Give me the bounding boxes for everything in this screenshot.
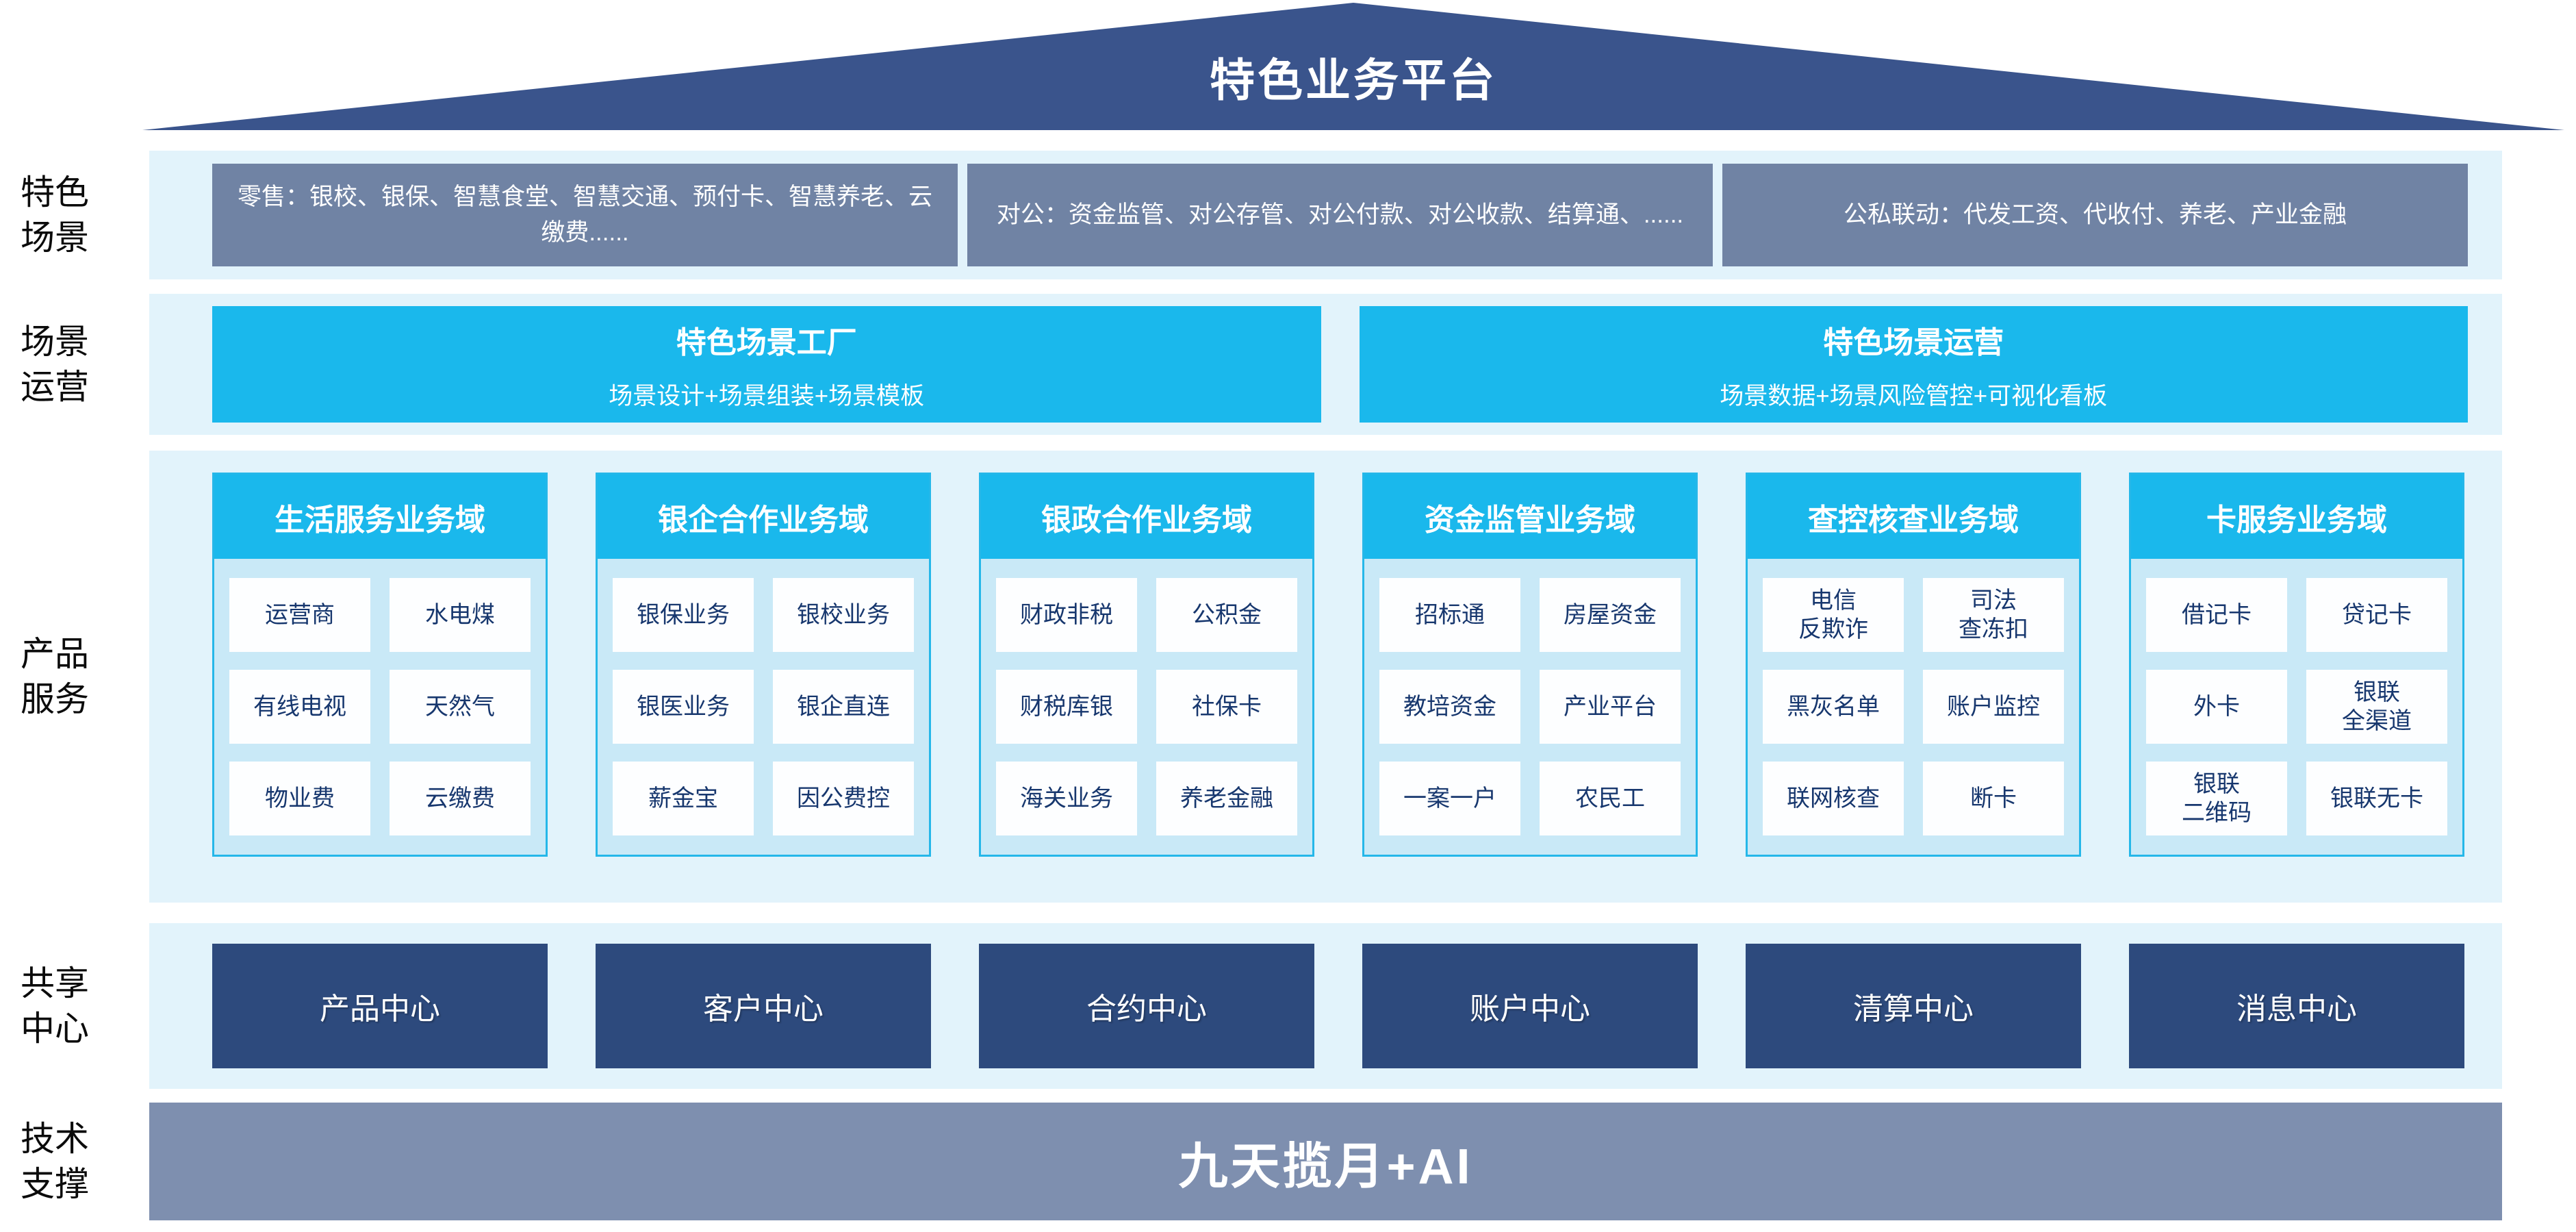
domain-check-verification: 查控核查业务域 电信 反欺诈 司法 查冻扣 黑灰名单 账户监控 联网核查 断卡	[1746, 473, 2081, 857]
domain-item: 招标通	[1379, 578, 1520, 652]
domain-item: 财税库银	[996, 670, 1137, 744]
domain-item: 电信 反欺诈	[1763, 578, 1904, 652]
domain-item: 水电煤	[390, 578, 531, 652]
domain-body: 招标通 房屋资金 教培资金 产业平台 一案一户 农民工	[1364, 559, 1696, 855]
center-box-contract: 合约中心	[979, 944, 1314, 1068]
layer-label-operations: 场景 运营	[21, 323, 89, 406]
scene-factory-box: 特色场景工厂 场景设计+场景组装+场景模板	[212, 306, 1321, 423]
domain-item: 司法 查冻扣	[1923, 578, 2064, 652]
domain-header: 银政合作业务域	[981, 475, 1312, 559]
domain-item: 社保卡	[1156, 670, 1297, 744]
center-box-message: 消息中心	[2129, 944, 2464, 1068]
domain-item: 银联 全渠道	[2306, 670, 2447, 744]
domain-bank-enterprise: 银企合作业务域 银保业务 银校业务 银医业务 银企直连 薪金宝 因公费控	[596, 473, 931, 857]
domain-item: 运营商	[229, 578, 370, 652]
domain-item: 有线电视	[229, 670, 370, 744]
domain-item: 房屋资金	[1540, 578, 1681, 652]
layer-label-products: 产品 服务	[21, 635, 89, 718]
domain-header: 查控核查业务域	[1748, 475, 2079, 559]
scene-factory-title: 特色场景工厂	[676, 325, 857, 360]
domain-item: 银联 二维码	[2146, 762, 2287, 835]
domain-item: 账户监控	[1923, 670, 2064, 744]
domain-item: 银校业务	[773, 578, 914, 652]
domain-item: 养老金融	[1156, 762, 1297, 835]
domain-item: 公积金	[1156, 578, 1297, 652]
products-band: 生活服务业务域 运营商 水电煤 有线电视 天然气 物业费 云缴费 银企合作业务域…	[149, 451, 2502, 903]
scene-box-corporate: 对公：资金监管、对公存管、对公付款、对公收款、结算通、......	[967, 164, 1713, 266]
scene-operation-subtitle: 场景数据+场景风险管控+可视化看板	[1720, 382, 2108, 410]
domain-item: 农民工	[1540, 762, 1681, 835]
domain-item: 借记卡	[2146, 578, 2287, 652]
domain-body: 财政非税 公积金 财税库银 社保卡 海关业务 养老金融	[981, 559, 1312, 855]
center-box-account: 账户中心	[1362, 944, 1698, 1068]
domain-item: 贷记卡	[2306, 578, 2447, 652]
domain-body: 银保业务 银校业务 银医业务 银企直连 薪金宝 因公费控	[598, 559, 929, 855]
domain-body: 运营商 水电煤 有线电视 天然气 物业费 云缴费	[214, 559, 546, 855]
page-title: 特色业务平台	[1210, 55, 1497, 105]
domain-header: 卡服务业务域	[2131, 475, 2462, 559]
domain-item: 黑灰名单	[1763, 670, 1904, 744]
domain-header: 生活服务业务域	[214, 475, 546, 559]
domain-bank-government: 银政合作业务域 财政非税 公积金 财税库银 社保卡 海关业务 养老金融	[979, 473, 1314, 857]
domain-item: 海关业务	[996, 762, 1137, 835]
domain-item: 一案一户	[1379, 762, 1520, 835]
domain-header: 资金监管业务域	[1364, 475, 1696, 559]
scene-box-retail: 零售：银校、银保、智慧食堂、智慧交通、预付卡、智慧养老、云缴费......	[212, 164, 958, 266]
domain-item: 银医业务	[613, 670, 754, 744]
layer-label-scenes: 特色 场景	[21, 173, 89, 257]
domain-item: 薪金宝	[613, 762, 754, 835]
domain-item: 断卡	[1923, 762, 2064, 835]
domain-item: 联网核查	[1763, 762, 1904, 835]
domain-item: 外卡	[2146, 670, 2287, 744]
domain-item: 产业平台	[1540, 670, 1681, 744]
center-box-product: 产品中心	[212, 944, 548, 1068]
center-box-clearing: 清算中心	[1746, 944, 2081, 1068]
domain-item: 银保业务	[613, 578, 754, 652]
domain-life-services: 生活服务业务域 运营商 水电煤 有线电视 天然气 物业费 云缴费	[212, 473, 548, 857]
domain-item: 物业费	[229, 762, 370, 835]
domain-item: 银联无卡	[2306, 762, 2447, 835]
domain-body: 借记卡 贷记卡 外卡 银联 全渠道 银联 二维码 银联无卡	[2131, 559, 2462, 855]
center-box-customer: 客户中心	[596, 944, 931, 1068]
tech-support-bar: 九天揽月+AI	[149, 1103, 2502, 1220]
domain-item: 天然气	[390, 670, 531, 744]
scene-box-public-private: 公私联动：代发工资、代收付、养老、产业金融	[1722, 164, 2468, 266]
layer-label-centers: 共享 中心	[21, 964, 89, 1048]
domain-item: 因公费控	[773, 762, 914, 835]
roof-banner: 特色业务平台	[142, 3, 2564, 130]
scene-operation-title: 特色场景运营	[1823, 325, 2004, 360]
domain-header: 银企合作业务域	[598, 475, 929, 559]
domain-item: 财政非税	[996, 578, 1137, 652]
domain-card-services: 卡服务业务域 借记卡 贷记卡 外卡 银联 全渠道 银联 二维码 银联无卡	[2129, 473, 2464, 857]
scene-operation-box: 特色场景运营 场景数据+场景风险管控+可视化看板	[1359, 306, 2468, 423]
domain-item: 教培资金	[1379, 670, 1520, 744]
domain-fund-supervision: 资金监管业务域 招标通 房屋资金 教培资金 产业平台 一案一户 农民工	[1362, 473, 1698, 857]
domain-item: 银企直连	[773, 670, 914, 744]
domain-item: 云缴费	[390, 762, 531, 835]
operations-band: 特色场景工厂 场景设计+场景组装+场景模板 特色场景运营 场景数据+场景风险管控…	[149, 294, 2502, 435]
layer-label-tech: 技术 支撑	[21, 1120, 89, 1203]
centers-band: 产品中心 客户中心 合约中心 账户中心 清算中心 消息中心	[149, 923, 2502, 1089]
scene-factory-subtitle: 场景设计+场景组装+场景模板	[609, 382, 925, 410]
scenes-band: 零售：银校、银保、智慧食堂、智慧交通、预付卡、智慧养老、云缴费...... 对公…	[149, 151, 2502, 279]
domain-body: 电信 反欺诈 司法 查冻扣 黑灰名单 账户监控 联网核查 断卡	[1748, 559, 2079, 855]
